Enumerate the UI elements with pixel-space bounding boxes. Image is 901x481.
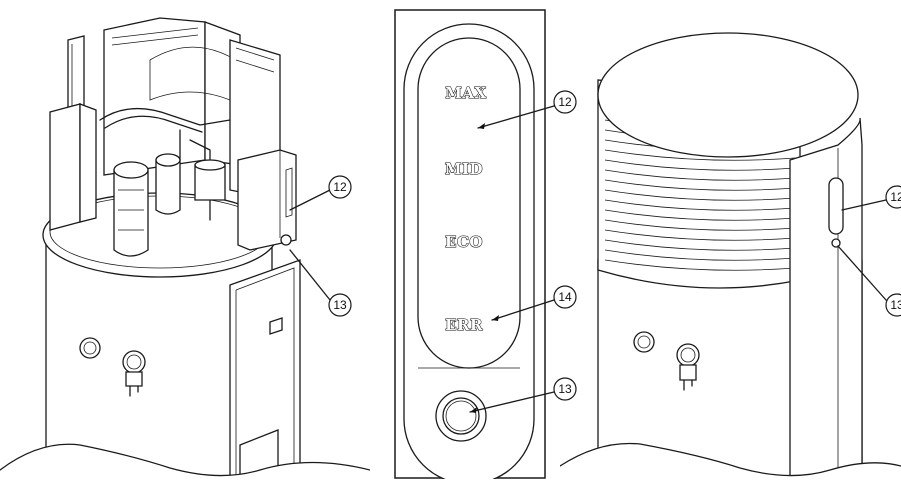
svg-text:12: 12 bbox=[558, 95, 572, 109]
svg-text:13: 13 bbox=[890, 298, 901, 312]
label-mid: MID bbox=[445, 160, 483, 178]
right-panel-button bbox=[831, 238, 841, 248]
svg-text:13: 13 bbox=[558, 382, 572, 396]
label-max: MAX bbox=[445, 84, 486, 102]
right-leader-13 bbox=[837, 245, 887, 301]
left-leader-12 bbox=[289, 189, 331, 211]
right-callout-12: 12 bbox=[885, 185, 901, 209]
left-callout-13: 13 bbox=[328, 293, 352, 317]
svg-text:14: 14 bbox=[558, 290, 572, 304]
left-leader-13 bbox=[289, 249, 331, 301]
left-view-open-unit bbox=[0, 17, 370, 481]
label-eco: ECO bbox=[445, 233, 483, 251]
svg-text:12: 12 bbox=[333, 180, 347, 194]
left-callout-12: 12 bbox=[328, 175, 352, 199]
mid-callout-14: 14 bbox=[553, 285, 577, 309]
right-callout-13: 13 bbox=[885, 293, 901, 317]
mid-leader-14 bbox=[491, 299, 555, 321]
right-view-closed-unit bbox=[560, 32, 901, 481]
svg-text:12: 12 bbox=[890, 190, 901, 204]
label-err: ERR bbox=[445, 316, 483, 334]
svg-text:13: 13 bbox=[333, 298, 347, 312]
middle-view-control-panel bbox=[394, 9, 546, 479]
mid-callout-13: 13 bbox=[553, 377, 577, 401]
right-panel-window bbox=[828, 177, 844, 235]
right-leader-12 bbox=[841, 199, 887, 211]
mid-leader-13 bbox=[469, 391, 555, 413]
mid-callout-12: 12 bbox=[553, 90, 577, 114]
mid-leader-12 bbox=[477, 105, 555, 129]
